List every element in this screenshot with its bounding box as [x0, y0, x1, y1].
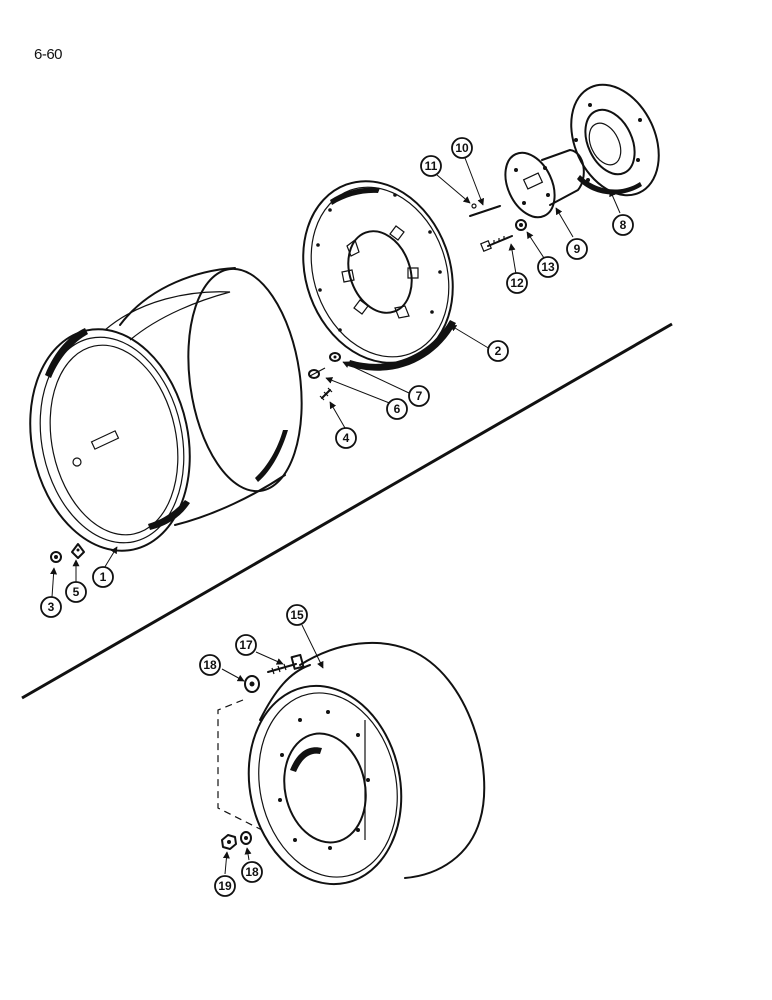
- bolt-part-12: [480, 235, 513, 252]
- assembly-dashed-line: [217, 699, 263, 831]
- callout-18-bottom: 18: [241, 861, 263, 883]
- pin-part-11: [471, 203, 477, 209]
- bolt-part-6: [308, 367, 326, 379]
- callout-3: 3: [40, 596, 62, 618]
- callout-17: 17: [235, 634, 257, 656]
- callout-9: 9: [566, 238, 588, 260]
- callout-2: 2: [487, 340, 509, 362]
- callout-12-label: 12: [510, 276, 524, 290]
- callout-10: 10: [451, 137, 473, 159]
- callout-10-label: 10: [455, 141, 469, 155]
- callout-6-label: 6: [394, 402, 401, 416]
- callout-19-label: 19: [218, 879, 232, 893]
- callout-18-top: 18: [199, 654, 221, 676]
- callout-5-label: 5: [73, 585, 80, 599]
- callout-1: 1: [92, 566, 114, 588]
- callout-5: 5: [65, 581, 87, 603]
- callout-13-label: 13: [541, 260, 555, 274]
- flange-part-8: [570, 83, 660, 197]
- washer-part-18-top: [244, 675, 260, 693]
- callout-7: 7: [408, 385, 430, 407]
- callout-8: 8: [612, 214, 634, 236]
- callout-15-label: 15: [290, 608, 304, 622]
- wheel-disc-part: [302, 180, 456, 371]
- callout-15: 15: [286, 604, 308, 626]
- callout-7-label: 7: [416, 389, 423, 403]
- callout-19: 19: [214, 875, 236, 897]
- clip-part-5: [71, 543, 85, 559]
- section-divider: [21, 322, 673, 700]
- callout-17-label: 17: [239, 638, 253, 652]
- rim-part: [29, 267, 303, 552]
- callout-13: 13: [537, 256, 559, 278]
- callout-11: 11: [420, 155, 442, 177]
- callout-9-label: 9: [574, 242, 581, 256]
- callout-1-label: 1: [100, 570, 107, 584]
- wheel-weight-part-15: [247, 641, 486, 886]
- leader-lines: [50, 157, 621, 875]
- callout-18-bottom-label: 18: [245, 865, 259, 879]
- nut-part-3: [50, 551, 62, 563]
- callout-3-label: 3: [48, 600, 55, 614]
- callout-2-label: 2: [495, 344, 502, 358]
- nut-part-19: [221, 834, 237, 850]
- hub-part-9: [504, 149, 585, 219]
- callout-12: 12: [506, 272, 528, 294]
- callout-4-label: 4: [343, 431, 350, 445]
- callout-8-label: 8: [620, 218, 627, 232]
- bolt-part-17: [267, 653, 305, 675]
- callout-4: 4: [335, 427, 357, 449]
- callout-11-label: 11: [425, 159, 438, 173]
- pin-part-10: [469, 205, 501, 217]
- page-number: 6-60: [34, 46, 63, 63]
- callout-18-top-label: 18: [203, 658, 217, 672]
- stud-part-4: [319, 387, 333, 401]
- callout-6: 6: [386, 398, 408, 420]
- washer-part-18-bottom: [240, 831, 252, 845]
- washer-part-13: [515, 219, 527, 231]
- washer-part-7: [329, 352, 341, 362]
